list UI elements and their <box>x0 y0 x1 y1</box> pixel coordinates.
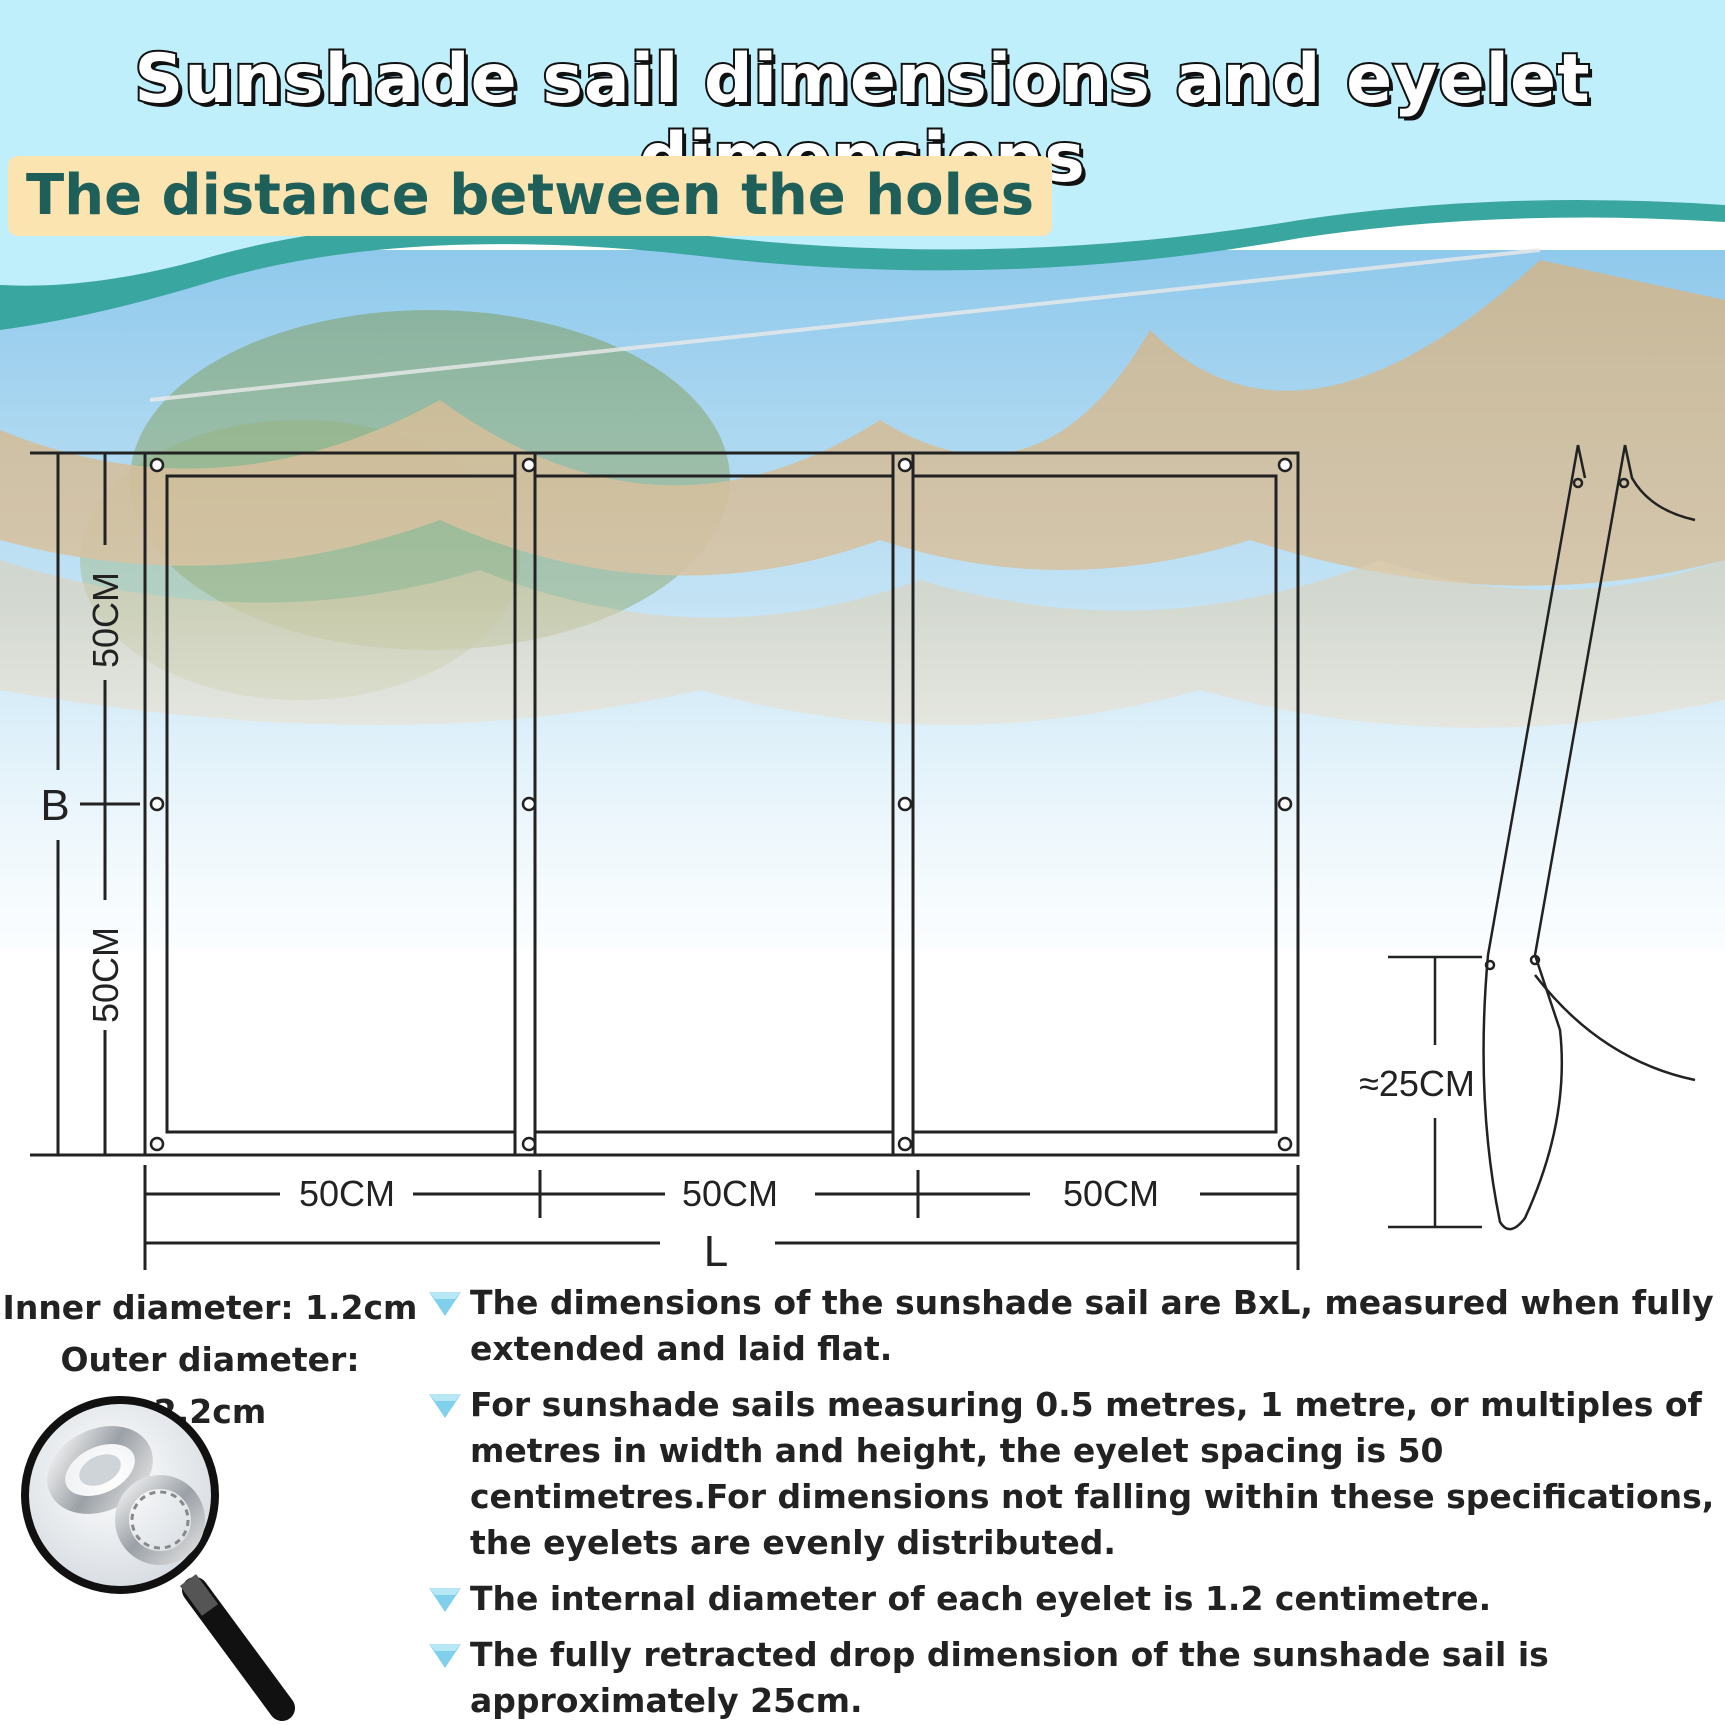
eyelet-specs: Inner diameter: 1.2cm Outer diameter: 2.… <box>0 1282 420 1438</box>
outer-diameter: Outer diameter: 2.2cm <box>60 1340 360 1431</box>
eyelet-icon <box>521 457 537 473</box>
diamond-bullet-icon <box>429 1588 461 1612</box>
note-item: The internal diameter of each eyelet is … <box>425 1576 1720 1622</box>
eyelet-icon <box>897 796 913 812</box>
length-symbol: L <box>704 1227 728 1276</box>
eyelet-icon <box>521 796 537 812</box>
eyelet-icon <box>897 1136 913 1152</box>
height-lower-label: 50CM <box>85 927 126 1023</box>
note-item: The dimensions of the sunshade sail are … <box>425 1280 1720 1372</box>
sail-outline <box>143 451 1300 1157</box>
eyelet-markers <box>149 457 1293 1152</box>
eyelet-icon <box>149 1136 165 1152</box>
note-item: For sunshade sails measuring 0.5 metres,… <box>425 1382 1720 1566</box>
magnifier-eyelet-icon <box>21 1396 295 1721</box>
inner-diameter: Inner diameter: 1.2cm <box>2 1288 418 1327</box>
diamond-bullet-icon <box>429 1292 461 1316</box>
length-dimension-lines <box>143 1165 1300 1270</box>
eyelet-icon <box>1277 457 1293 473</box>
eyelet-icon <box>1277 796 1293 812</box>
note-item: The fully retracted drop dimension of th… <box>425 1632 1720 1724</box>
panel-width-label-3: 50CM <box>1063 1173 1159 1214</box>
panel-width-label-1: 50CM <box>299 1173 395 1214</box>
diamond-bullet-icon <box>429 1644 461 1668</box>
width-symbol: B <box>40 781 69 830</box>
retracted-side-view <box>1388 444 1696 1231</box>
height-upper-label: 50CM <box>85 572 126 668</box>
notes-list: The dimensions of the sunshade sail are … <box>425 1280 1720 1725</box>
diamond-bullet-icon <box>429 1394 461 1418</box>
height-dimension-lines <box>30 451 145 1157</box>
eyelet-icon <box>149 457 165 473</box>
panel-width-label-2: 50CM <box>682 1173 778 1214</box>
eyelet-icon <box>521 1136 537 1152</box>
eyelet-icon <box>1277 1136 1293 1152</box>
eyelet-icon <box>149 796 165 812</box>
eyelet-icon <box>897 457 913 473</box>
drop-dimension-label: ≈25CM <box>1359 1063 1475 1104</box>
subtitle-banner: The distance between the holes <box>8 156 1053 236</box>
